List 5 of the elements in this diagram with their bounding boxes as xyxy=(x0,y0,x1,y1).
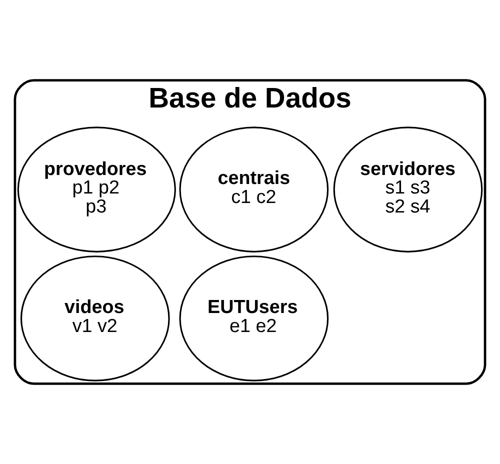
node-ellipse: servidores s1 s3 s2 s4 xyxy=(333,126,483,252)
node-ellipse: centrais c1 c2 xyxy=(179,126,329,252)
node-ellipse: EUTUsers e1 e2 xyxy=(179,256,329,382)
node-ellipse: videos v1 v2 xyxy=(20,256,170,382)
node-ellipse: provedores p1 p2 p3 xyxy=(17,126,176,252)
